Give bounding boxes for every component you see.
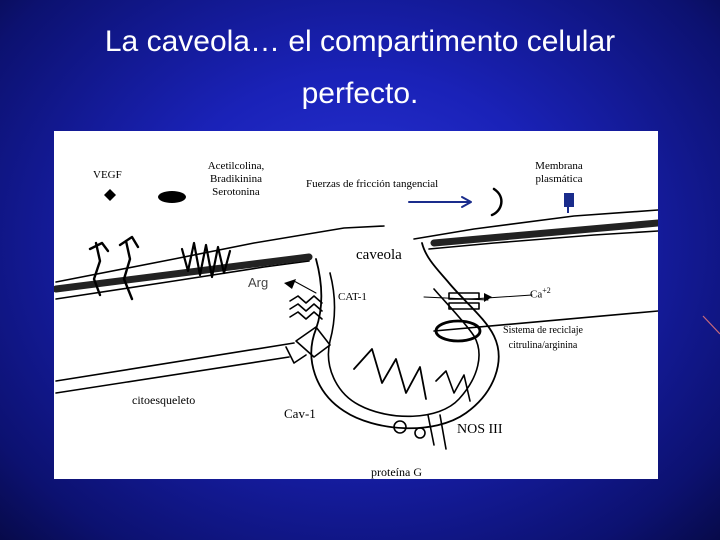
label-agonists-line1: Acetilcolina, bbox=[200, 160, 272, 173]
label-cat1: CAT-1 bbox=[338, 291, 367, 304]
label-caveola: caveola bbox=[356, 247, 402, 263]
label-plasma-membrane: Membrana plasmática bbox=[524, 160, 594, 186]
label-shear-forces: Fuerzas de fricción tangencial bbox=[306, 178, 438, 191]
membrane-marker-icon bbox=[564, 193, 574, 207]
label-calcium: Ca+2 bbox=[530, 284, 551, 302]
label-agonists: Acetilcolina, Bradikinina Serotonina bbox=[200, 160, 272, 199]
gprotein-circle-b bbox=[415, 428, 425, 438]
label-calcium-base: Ca bbox=[530, 289, 542, 301]
caveola-diagram: VEGF Acetilcolina, Bradikinina Serotonin… bbox=[54, 131, 658, 479]
shear-hook bbox=[492, 189, 501, 215]
calcium-channel-b bbox=[449, 303, 479, 309]
label-recycling-line1: Sistema de reciclaje bbox=[490, 323, 596, 338]
gprotein-legs bbox=[428, 415, 446, 449]
label-agonists-line3: Serotonina bbox=[200, 186, 272, 199]
label-nos3: NOS III bbox=[457, 423, 503, 436]
label-recycling-system: Sistema de reciclaje citrulina/arginina bbox=[490, 323, 596, 353]
vegf-diamond-icon bbox=[104, 189, 116, 201]
arg-arrow-line bbox=[294, 281, 316, 293]
nos-scaffold bbox=[436, 371, 470, 401]
label-calcium-charge: +2 bbox=[542, 286, 551, 295]
membrane-band-left bbox=[56, 257, 309, 289]
agonist-ellipse-icon bbox=[158, 191, 186, 203]
cat1-zigzag-a bbox=[290, 296, 322, 303]
receptor-2 bbox=[124, 241, 132, 299]
label-arg: Arg bbox=[248, 276, 268, 289]
label-agonists-line2: Bradikinina bbox=[200, 173, 272, 186]
label-g-protein: proteína G bbox=[371, 466, 422, 479]
label-membrane-line2: plasmática bbox=[524, 173, 594, 186]
cav1-scaffold bbox=[354, 349, 426, 399]
label-recycling-line2: citrulina/arginina bbox=[490, 338, 596, 353]
calcium-arrow bbox=[472, 295, 532, 299]
label-cav1: Cav-1 bbox=[284, 407, 316, 420]
label-cytoskeleton: citoesqueleto bbox=[132, 394, 195, 407]
label-membrane-line1: Membrana bbox=[524, 160, 594, 173]
label-vegf: VEGF bbox=[93, 169, 122, 182]
arg-arrowhead-icon bbox=[284, 279, 296, 289]
